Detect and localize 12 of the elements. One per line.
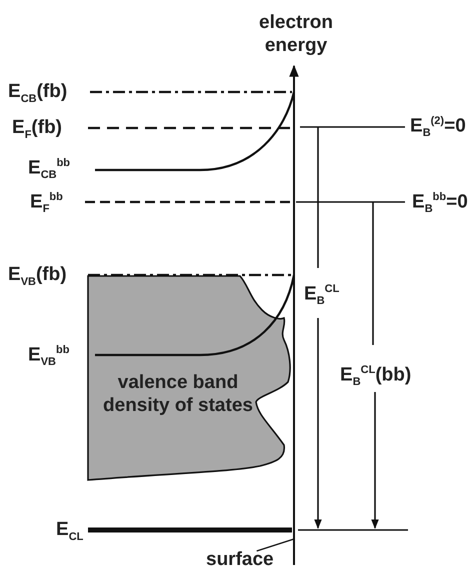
band-label: valence band density of states xyxy=(102,372,254,418)
level-label: E$_{B}$$^{CL}$(bb) xyxy=(340,365,412,388)
energy-axis xyxy=(289,64,299,565)
axis-label: electron energy xyxy=(258,12,334,58)
level-label: E$_{B}$$^{bb}$=0 xyxy=(412,192,468,216)
surface-label: surface xyxy=(206,550,274,569)
level-label: E$_{CB}$(fb) xyxy=(8,82,68,105)
level-label: E$_{B}$$^{(2)}$=0 xyxy=(410,116,466,140)
level-label: E$_{CL}$ xyxy=(56,520,84,543)
leader-line xyxy=(256,538,294,552)
level-label: E$_{VB}$(fb) xyxy=(8,265,67,288)
level-label: E$_{F}$(fb) xyxy=(12,118,62,141)
